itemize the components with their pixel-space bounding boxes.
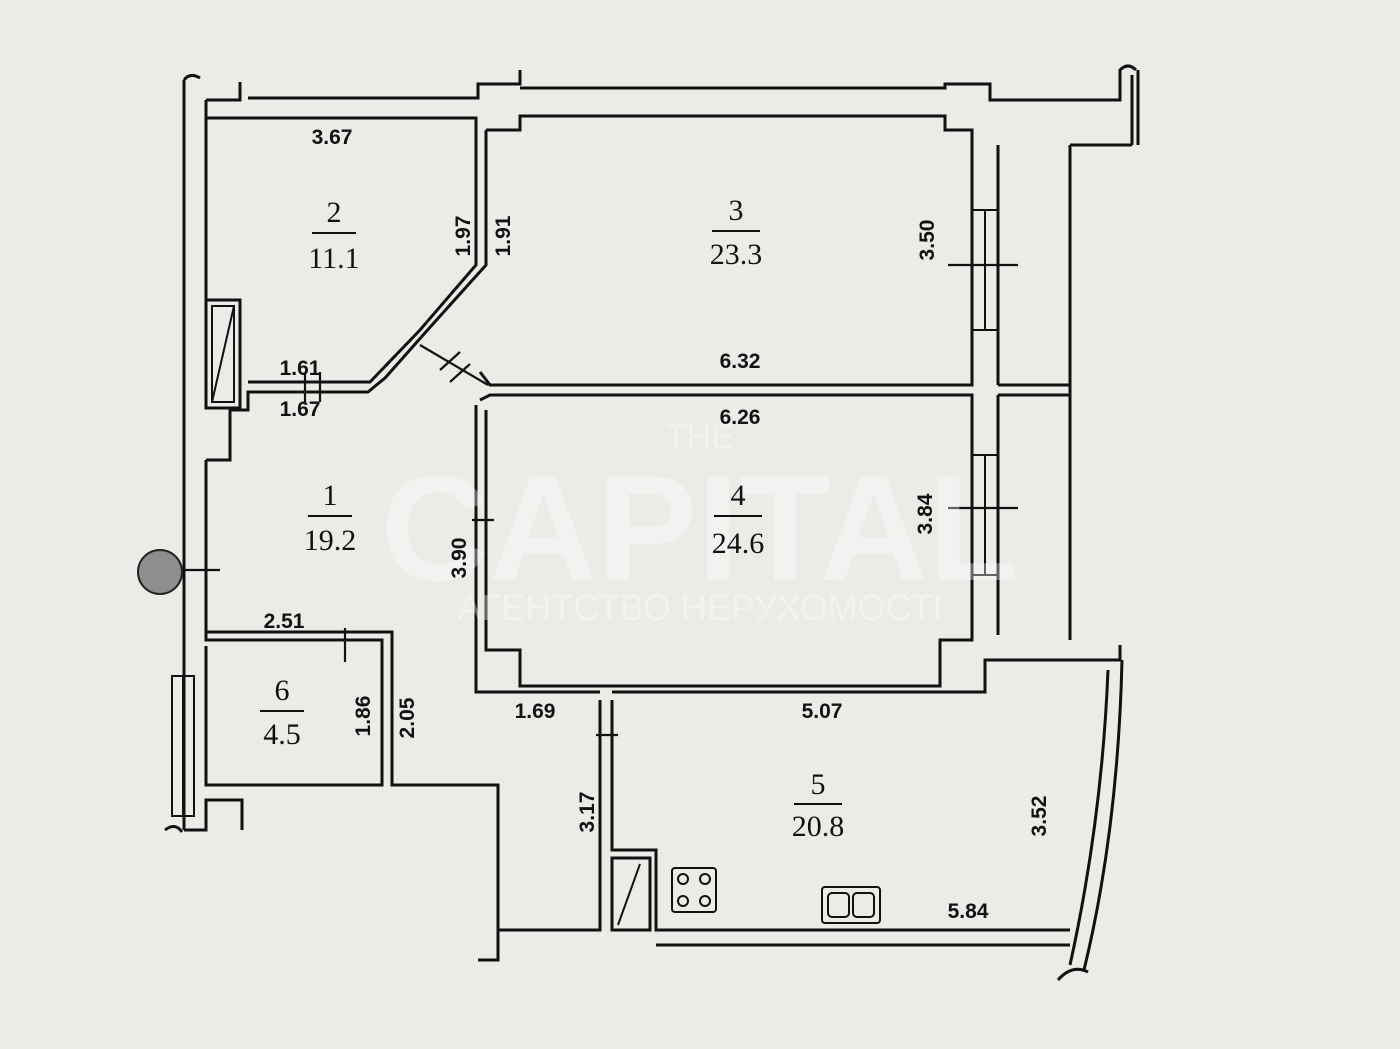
room-label-2: 2 11.1: [308, 196, 359, 275]
dimension-ticks: [185, 263, 1018, 737]
room-area: 4.5: [263, 718, 301, 751]
watermark-tagline: АГЕНТСТВО НЕРУХОМОСТІ: [458, 587, 943, 628]
dim-room6-outer: 2.05: [396, 697, 419, 738]
dim-room3-right: 3.50: [916, 220, 939, 261]
dim-hall-notch-bottom: 1.67: [280, 398, 321, 421]
dim-kitchen-bottom: 5.84: [948, 900, 989, 923]
room-label-1: 1 19.2: [304, 479, 357, 557]
dim-kitchen-left: 3.17: [576, 792, 599, 833]
window-room4: [971, 454, 999, 576]
room-area: 11.1: [308, 242, 359, 275]
dim-room4-right: 3.84: [914, 493, 937, 534]
room-number: 5: [811, 768, 826, 801]
dim-room2-diag-right: 1.91: [492, 215, 515, 256]
room-number: 2: [327, 196, 342, 229]
walls: [164, 64, 1140, 982]
room-area: 19.2: [304, 524, 357, 557]
room-label-4: 4 24.6: [712, 479, 765, 560]
room-number: 6: [275, 674, 290, 707]
watermark: THE CAPITAL АГЕНТСТВО НЕРУХОМОСТІ: [381, 418, 1020, 628]
entrance-marker-icon: [137, 549, 183, 595]
room-area: 23.3: [710, 238, 763, 271]
room-number: 3: [729, 194, 744, 227]
watermark-small: THE: [666, 418, 734, 456]
room-area: 20.8: [792, 810, 845, 843]
sink-icon: [821, 886, 881, 924]
vent-shaft: [204, 298, 242, 410]
window-room3: [971, 209, 999, 331]
room-number: 1: [323, 479, 338, 512]
dim-room6-top: 2.51: [264, 610, 305, 633]
dim-room2-diag-left: 1.97: [452, 216, 475, 257]
room-label-3: 3 23.3: [710, 194, 763, 271]
room-number: 4: [731, 479, 746, 512]
dim-room4-left: 3.90: [448, 538, 471, 579]
room-label-6: 6 4.5: [260, 674, 304, 751]
dim-room4-top: 6.26: [720, 406, 761, 429]
dim-kitchen-top-left: 1.69: [515, 700, 556, 723]
stove-icon: [671, 867, 717, 913]
dim-kitchen-right: 3.52: [1028, 796, 1051, 837]
kitchen-vent: [610, 856, 652, 932]
watermark-brand: CAPITAL: [381, 444, 1020, 612]
window-room6: [171, 675, 195, 817]
dim-room6-inner: 1.86: [352, 696, 375, 737]
dim-room3-bottom: 6.32: [720, 350, 761, 373]
dim-hall-notch-top: 1.61: [280, 357, 321, 380]
room-label-5: 5 20.8: [792, 768, 845, 843]
dim-kitchen-top-right: 5.07: [802, 700, 843, 723]
dimension-labels: 3.67 1.97 1.91 1.61 1.67 3.50 6.32 6.26 …: [264, 126, 1051, 923]
dim-room2-top: 3.67: [312, 126, 353, 149]
room-area: 24.6: [712, 527, 765, 560]
